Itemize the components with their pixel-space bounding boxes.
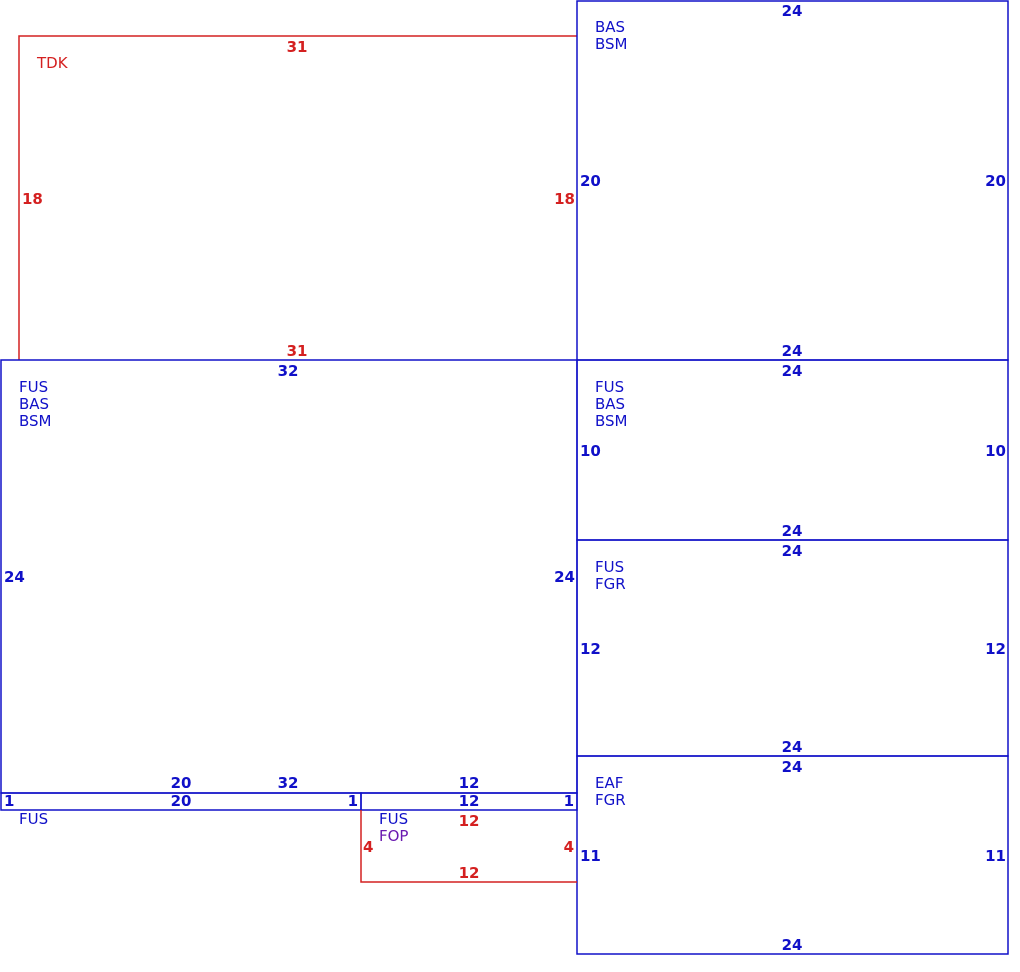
dim-top: 24 (782, 758, 803, 776)
room-label: BSM (595, 35, 628, 53)
dim-right: 1 (348, 792, 358, 810)
dim-right: 24 (554, 568, 575, 586)
room-fus-bas-bsm-right: FUS BAS BSM 24 24 10 10 (580, 362, 1006, 540)
room-label: EAF (595, 774, 623, 792)
room-label: BSM (595, 412, 628, 430)
dim-bottom: 24 (782, 342, 803, 360)
dim-left-tdk: 18 (22, 190, 43, 208)
dim-left: 1 (4, 792, 14, 810)
room-outline-fus-bas-bsm-main (0, 359, 578, 794)
dim-left: 20 (580, 172, 601, 190)
room-eaf-fgr: EAF FGR 24 24 11 11 (580, 758, 1006, 954)
room-label-fus: FUS (379, 810, 408, 828)
dim-left: 4 (363, 838, 373, 856)
dim-top: 12 (459, 774, 480, 792)
room-label: FUS (595, 558, 624, 576)
room-bas-bsm-upper: BAS BSM 24 24 20 20 (580, 2, 1006, 360)
dim-bottom: 32 (278, 774, 299, 792)
room-tdk: TDK 31 31 18 18 (22, 38, 575, 360)
dim-right: 11 (985, 847, 1006, 865)
dim-top: 24 (782, 362, 803, 380)
room-strip-mid: 12 12 1 (459, 774, 574, 810)
dim-right: 1 (564, 792, 574, 810)
dim-right: 10 (985, 442, 1006, 460)
room-label: FGR (595, 791, 626, 809)
dim-top: 24 (782, 542, 803, 560)
dim-bottom: 24 (782, 936, 803, 954)
dim-bottom: 20 (171, 792, 192, 810)
room-outlines (0, 0, 1009, 955)
room-fus-fgr: FUS FGR 24 24 12 12 (580, 542, 1006, 756)
dim-right: 12 (985, 640, 1006, 658)
room-label: BAS (595, 18, 625, 36)
dim-left: 11 (580, 847, 601, 865)
room-label: FGR (595, 575, 626, 593)
room-outline-fus-fop (360, 810, 577, 883)
dim-top: 32 (278, 362, 299, 380)
room-fus-strip-left: FUS 20 20 1 1 (4, 774, 358, 828)
room-label-tdk: TDK (36, 54, 69, 72)
room-outline-strip-mid (360, 792, 578, 811)
room-label: FUS (19, 810, 48, 828)
room-label-fop: FOP (379, 827, 408, 845)
dim-left: 10 (580, 442, 601, 460)
dim-left: 24 (4, 568, 25, 586)
dim-bottom-tdk: 31 (287, 342, 308, 360)
dim-top: 24 (782, 2, 803, 20)
room-label: BSM (19, 412, 52, 430)
room-outline-fus-bas-bsm-right (576, 359, 1009, 541)
dim-bottom: 24 (782, 738, 803, 756)
dim-bottom: 24 (782, 522, 803, 540)
room-label: BAS (19, 395, 49, 413)
dim-top-tdk: 31 (287, 38, 308, 56)
room-label: BAS (595, 395, 625, 413)
dim-right: 20 (985, 172, 1006, 190)
room-outline-tdk (18, 35, 577, 360)
room-fus-fop: FUS FOP 12 12 4 4 (363, 810, 574, 882)
dim-top: 20 (171, 774, 192, 792)
dim-right-tdk: 18 (554, 190, 575, 208)
room-outline-fus-fgr (576, 539, 1009, 757)
dim-top: 12 (459, 812, 480, 830)
dim-bottom: 12 (459, 864, 480, 882)
dim-left: 12 (580, 640, 601, 658)
room-label: FUS (595, 378, 624, 396)
room-outline-bas-bsm-upper (576, 0, 1009, 361)
dim-right: 4 (564, 838, 574, 856)
dim-bottom: 12 (459, 792, 480, 810)
room-label: FUS (19, 378, 48, 396)
room-outline-eaf-fgr (576, 755, 1009, 955)
room-fus-bas-bsm-main: FUS BAS BSM 32 32 24 24 (4, 362, 575, 792)
